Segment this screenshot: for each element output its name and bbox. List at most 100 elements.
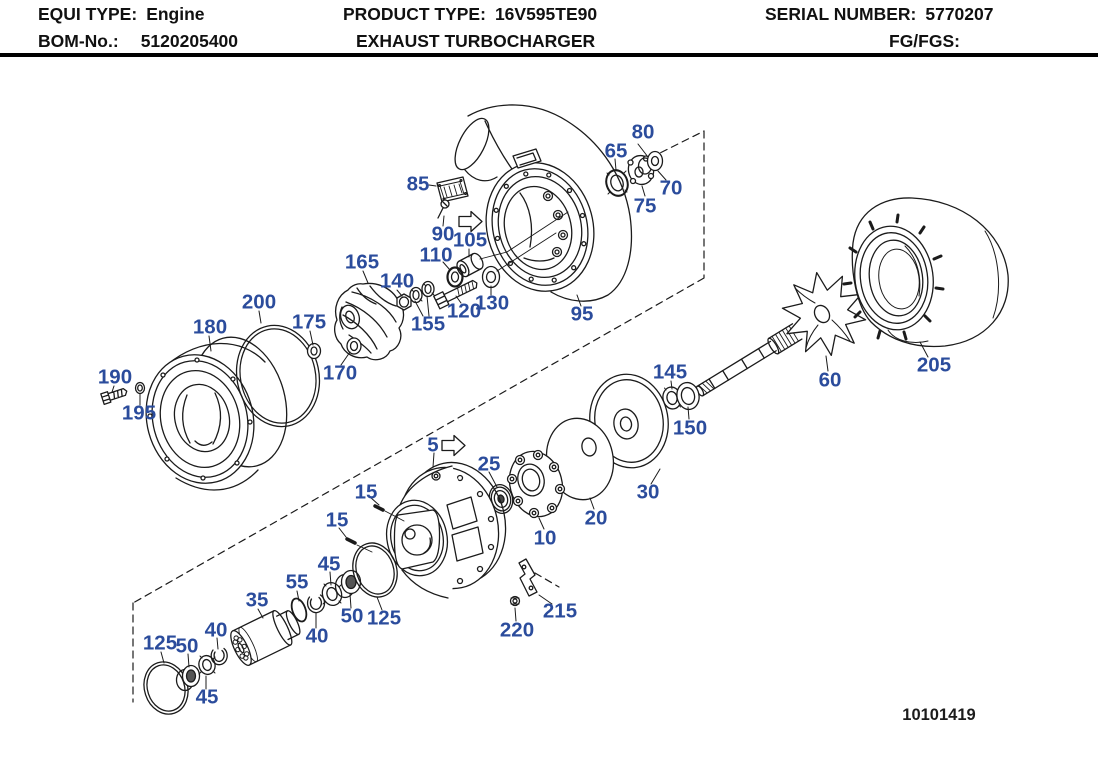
callout-155: 155 bbox=[411, 313, 445, 336]
part-165-compressor-wheel bbox=[334, 282, 405, 361]
part-40-snap-ring-right bbox=[306, 594, 326, 614]
part-55-o-ring bbox=[290, 597, 308, 623]
figure-number: 10101419 bbox=[902, 706, 975, 724]
part-120-bolt bbox=[433, 279, 478, 310]
part-90-screw bbox=[437, 199, 450, 219]
part-105-spacer bbox=[456, 252, 484, 278]
callout-15: 15 bbox=[326, 509, 349, 532]
callout-215: 215 bbox=[543, 600, 577, 623]
callout-125: 125 bbox=[143, 632, 177, 655]
part-110-washer bbox=[446, 266, 464, 288]
part-205-turbine-casing bbox=[842, 197, 1009, 348]
header-fg: FG/FGS: bbox=[889, 31, 960, 52]
callout-labels: 8065707585901051101551201301409516520017… bbox=[98, 121, 951, 709]
callout-95: 95 bbox=[571, 303, 594, 326]
part-10-flange bbox=[506, 449, 566, 519]
view-arrow-105 bbox=[458, 210, 483, 233]
callout-30: 30 bbox=[637, 481, 660, 504]
callout-110: 110 bbox=[419, 244, 452, 267]
callout-10: 10 bbox=[534, 527, 557, 550]
assembly-boundary-dashed bbox=[132, 130, 705, 703]
callout-45: 45 bbox=[196, 686, 219, 709]
callout-180: 180 bbox=[193, 316, 227, 339]
part-20-disc bbox=[545, 417, 615, 501]
callout-105: 105 bbox=[453, 229, 487, 252]
part-215-bracket bbox=[518, 558, 538, 597]
part-150-ring bbox=[676, 381, 700, 411]
callout-175: 175 bbox=[292, 311, 326, 334]
part-65-bearing-ring bbox=[605, 169, 629, 197]
callout-80: 80 bbox=[632, 121, 655, 144]
callout-75: 75 bbox=[634, 195, 657, 218]
callout-25: 25 bbox=[478, 453, 501, 476]
callout-195: 195 bbox=[122, 402, 156, 425]
part-40-snap-ring-left bbox=[210, 647, 228, 666]
bom-value: 5120205400 bbox=[140, 31, 239, 51]
part-170-nut bbox=[346, 337, 362, 355]
callout-90: 90 bbox=[432, 223, 455, 246]
part-190-bolt bbox=[100, 388, 128, 405]
header-equi-type: EQUI TYPE: Engine bbox=[38, 4, 205, 25]
callout-50: 50 bbox=[341, 605, 364, 628]
equi-type-value: Engine bbox=[146, 4, 205, 24]
fg-label: FG/FGS: bbox=[889, 31, 960, 51]
callout-55: 55 bbox=[286, 571, 309, 594]
callout-130: 130 bbox=[475, 292, 509, 315]
callout-60: 60 bbox=[819, 369, 842, 392]
callout-40: 40 bbox=[306, 625, 329, 648]
part-125-o-ring-left bbox=[143, 661, 189, 715]
callout-200: 200 bbox=[242, 291, 276, 314]
callout-190: 190 bbox=[98, 366, 132, 389]
header-serial: SERIAL NUMBER: 5770207 bbox=[765, 4, 994, 25]
header-divider bbox=[0, 53, 1098, 57]
callout-205: 205 bbox=[917, 354, 951, 377]
part-50-bearing-left bbox=[175, 664, 201, 692]
part-15-pins bbox=[345, 504, 385, 545]
part-195-nut bbox=[134, 381, 146, 395]
header-product-type: PRODUCT TYPE: 16V595TE90 bbox=[343, 4, 597, 25]
part-220-bolt bbox=[509, 595, 521, 607]
part-25-washer bbox=[488, 484, 514, 514]
callout-45: 45 bbox=[318, 553, 341, 576]
callout-220: 220 bbox=[500, 619, 534, 642]
part-95-compressor-housing bbox=[454, 104, 633, 302]
product-type-label: PRODUCT TYPE: bbox=[343, 4, 486, 24]
part-200-o-ring bbox=[235, 324, 321, 428]
equi-type-label: EQUI TYPE: bbox=[38, 4, 138, 24]
callout-120: 120 bbox=[447, 300, 481, 323]
callout-145: 145 bbox=[653, 361, 687, 384]
view-arrow-5 bbox=[441, 434, 466, 457]
callout-40: 40 bbox=[205, 619, 228, 642]
callout-85: 85 bbox=[407, 173, 430, 196]
leader-lines bbox=[111, 143, 929, 690]
serial-value: 5770207 bbox=[925, 4, 994, 24]
header-bom: BOM-No.: 5120205400 bbox=[38, 31, 238, 52]
header-product-subtitle: EXHAUST TURBOCHARGER bbox=[356, 31, 596, 51]
bom-label: BOM-No.: bbox=[38, 31, 119, 51]
part-175-washer bbox=[306, 342, 322, 360]
callout-170: 170 bbox=[323, 362, 357, 385]
part-60-turbine-shaft bbox=[695, 271, 867, 397]
part-140-nut bbox=[396, 293, 412, 311]
part-130-washer bbox=[481, 265, 501, 289]
callout-150: 150 bbox=[673, 417, 707, 440]
callout-15: 15 bbox=[355, 481, 378, 504]
callout-5: 5 bbox=[427, 434, 438, 457]
callout-35: 35 bbox=[246, 589, 269, 612]
product-type-value: 16V595TE90 bbox=[494, 4, 598, 24]
callout-70: 70 bbox=[660, 177, 683, 200]
part-85-name-plate bbox=[436, 176, 469, 203]
callout-165: 165 bbox=[345, 251, 379, 274]
callout-50: 50 bbox=[176, 635, 199, 658]
part-180-inlet-casing bbox=[145, 336, 288, 491]
callout-20: 20 bbox=[585, 507, 608, 530]
callout-65: 65 bbox=[605, 140, 628, 163]
part-125-o-ring-right bbox=[352, 542, 398, 598]
part-35-bearing-bush bbox=[230, 609, 301, 666]
callout-125: 125 bbox=[367, 607, 401, 630]
part-50-bearing-right bbox=[334, 569, 362, 599]
serial-label: SERIAL NUMBER: bbox=[765, 4, 917, 24]
part-5-bearing-housing bbox=[385, 461, 507, 599]
part-45-lock-washer-right bbox=[321, 581, 343, 607]
